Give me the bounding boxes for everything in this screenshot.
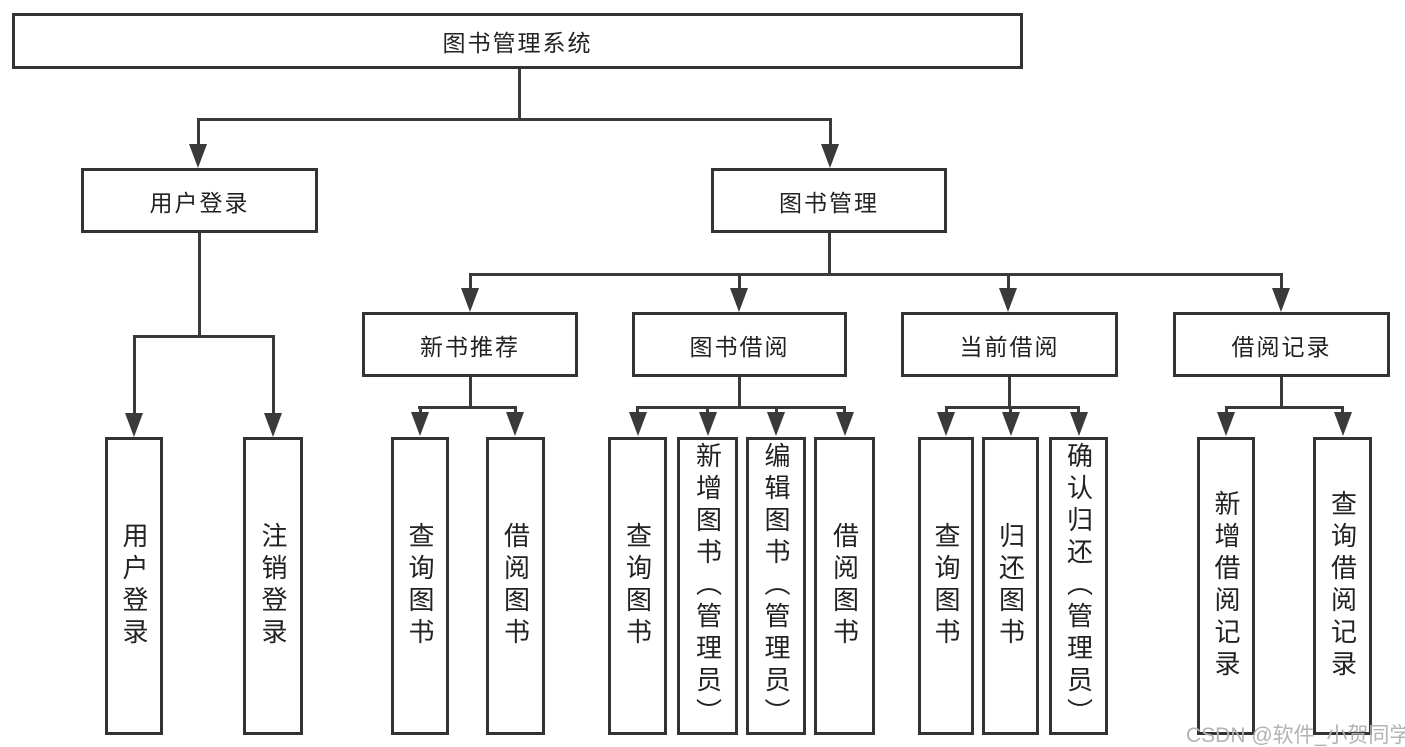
leaf-label: 编辑图书（管理员） (761, 442, 791, 730)
leaf-add-borrow-record: 新增借阅记录 (1197, 437, 1255, 735)
connector-line (197, 118, 200, 146)
arrowhead-down-icon (1217, 412, 1235, 436)
leaf-query-books-newbooks: 查询图书 (391, 437, 449, 735)
node-library-system: 图书管理系统 (12, 13, 1023, 69)
arrowhead-down-icon (1070, 412, 1088, 436)
node-new-book-recommend: 新书推荐 (362, 312, 578, 377)
connector-line (738, 377, 741, 406)
connector-line (636, 406, 639, 415)
leaf-label: 借阅图书 (500, 522, 531, 650)
arrowhead-down-icon (937, 412, 955, 436)
arrowhead-down-icon (411, 412, 429, 436)
connector-line (1008, 377, 1011, 406)
arrowhead-down-icon (1272, 288, 1290, 312)
leaf-label: 查询图书 (931, 522, 961, 650)
arrowhead-down-icon (506, 412, 524, 436)
connector-line (1280, 273, 1283, 291)
leaf-label: 查询图书 (405, 522, 435, 650)
connector-line (469, 273, 1283, 276)
leaf-label: 用户登录 (119, 522, 149, 650)
connector-line (197, 118, 832, 121)
leaf-label: 查询图书 (622, 522, 653, 650)
connector-line (706, 406, 709, 415)
connector-line (775, 406, 778, 415)
leaf-label: 确认归还（管理员） (1063, 442, 1094, 730)
node-book-management: 图书管理 (711, 168, 947, 233)
csdn-watermark: CSDN @软件_小贺同学 (1186, 724, 1405, 747)
connector-line (133, 335, 275, 338)
connector-line (1225, 406, 1228, 415)
connector-line (945, 406, 948, 415)
leaf-query-books-borrow: 查询图书 (608, 437, 667, 735)
node-user-login: 用户登录 (81, 168, 318, 233)
connector-line (1007, 273, 1010, 291)
connector-line (636, 406, 846, 409)
leaf-label: 新增借阅记录 (1211, 490, 1241, 682)
connector-line (738, 273, 741, 291)
leaf-label: 借阅图书 (829, 522, 860, 650)
connector-line (843, 406, 846, 415)
node-book-borrow: 图书借阅 (632, 312, 847, 377)
connector-line (945, 406, 1080, 409)
connector-line (272, 335, 275, 415)
connector-line (514, 406, 517, 415)
arrowhead-down-icon (767, 412, 785, 436)
arrowhead-down-icon (189, 144, 207, 168)
connector-line (1009, 406, 1012, 415)
arrowhead-down-icon (1334, 412, 1352, 436)
connector-line (418, 406, 517, 409)
connector-line (133, 335, 136, 415)
leaf-return-books: 归还图书 (982, 437, 1039, 735)
leaf-label: 新增图书（管理员） (692, 442, 723, 730)
arrowhead-down-icon (730, 288, 748, 312)
leaf-confirm-return-admin: 确认归还（管理员） (1049, 437, 1108, 735)
connector-line (1077, 406, 1080, 415)
leaf-edit-books-admin: 编辑图书（管理员） (746, 437, 806, 735)
leaf-label: 查询借阅记录 (1327, 490, 1358, 682)
connector-line (469, 273, 472, 291)
arrowhead-down-icon (264, 413, 282, 437)
arrowhead-down-icon (699, 412, 717, 436)
connector-line (518, 69, 521, 118)
connector-line (1341, 406, 1344, 415)
leaf-query-books-current: 查询图书 (918, 437, 974, 735)
arrowhead-down-icon (999, 288, 1017, 312)
leaf-borrow-books-borrow: 借阅图书 (814, 437, 875, 735)
arrowhead-down-icon (629, 412, 647, 436)
connector-line (419, 406, 422, 415)
connector-line (1225, 406, 1344, 409)
leaf-borrow-books-newbooks: 借阅图书 (486, 437, 545, 735)
leaf-label: 归还图书 (995, 522, 1026, 650)
leaf-logout-login: 注销登录 (243, 437, 303, 735)
leaf-query-borrow-record: 查询借阅记录 (1313, 437, 1372, 735)
leaf-add-books-admin: 新增图书（管理员） (677, 437, 738, 735)
connector-line (828, 233, 831, 273)
connector-line (1280, 377, 1283, 406)
arrowhead-down-icon (1002, 412, 1020, 436)
leaf-label: 注销登录 (258, 522, 288, 650)
leaf-user-login: 用户登录 (105, 437, 163, 735)
connector-line (469, 377, 472, 406)
arrowhead-down-icon (836, 412, 854, 436)
arrowhead-down-icon (125, 413, 143, 437)
arrowhead-down-icon (461, 288, 479, 312)
arrowhead-down-icon (821, 144, 839, 168)
connector-line (198, 233, 201, 335)
node-current-borrow: 当前借阅 (901, 312, 1118, 377)
node-borrow-records: 借阅记录 (1173, 312, 1390, 377)
connector-line (829, 118, 832, 146)
